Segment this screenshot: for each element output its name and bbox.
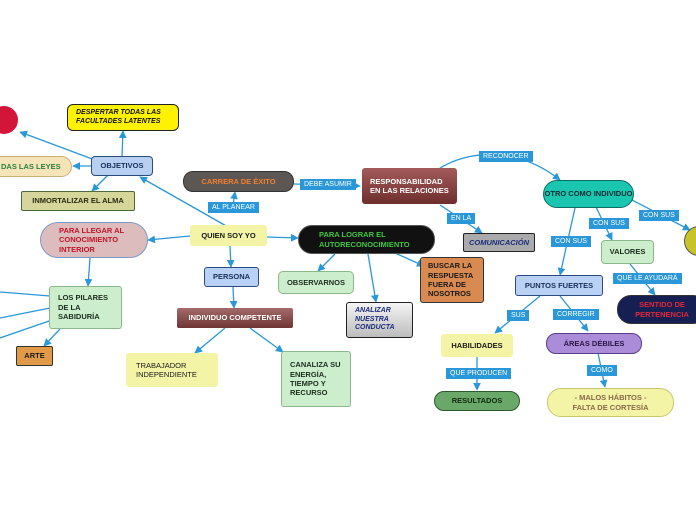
pilares-label: LOS PILARES DE LA SABIDURÍA [58, 293, 109, 322]
connector-en-la[interactable]: EN LA [447, 213, 476, 224]
edge [0, 291, 51, 297]
resultados-node[interactable]: RESULTADOS [434, 391, 520, 411]
buscar-node[interactable]: BUSCAR LA RESPUESTA FUERA DE NOSOTROS [420, 257, 484, 303]
edge [147, 235, 191, 244]
otro-como-node[interactable]: OTRO COMO INDIVIDUO [543, 180, 634, 208]
malos-habitos-label: - MALOS HÁBITOS - FALTA DE CORTESÍA [572, 393, 649, 412]
connector-corregir[interactable]: CORREGIR [553, 309, 599, 320]
despertar-label: DESPERTAR TODAS LAS FACULTADES LATENTES [76, 108, 161, 125]
habilidades-label: HABILIDADES [451, 340, 503, 350]
valores-label: VALORES [609, 247, 646, 257]
edge [394, 252, 425, 267]
puntos-fuertes-node[interactable]: PUNTOS FUERTES [515, 275, 603, 296]
edge [139, 176, 229, 228]
trabajador-label: TRABAJADOR INDEPENDIENTE [136, 360, 197, 379]
edge [229, 286, 238, 309]
objetivos-label: OBJETIVOS [100, 161, 144, 171]
habilidades-node[interactable]: HABILIDADES [441, 334, 513, 357]
persona-label: PERSONA [212, 272, 251, 282]
otro-como-label: OTRO COMO INDIVIDUO [544, 189, 633, 199]
edge [19, 130, 96, 161]
edge [118, 130, 127, 157]
analizar-node[interactable]: ANALIZAR NUESTRA CONDUCTA [346, 302, 413, 338]
arte-label: ARTE [24, 351, 45, 361]
connector-como[interactable]: COMO [587, 365, 617, 376]
edge [367, 253, 379, 303]
carrera-node[interactable]: CARRERA DE ÉXITO [183, 171, 294, 192]
pilares-node[interactable]: LOS PILARES DE LA SABIDURÍA [49, 286, 122, 329]
arte-node[interactable]: ARTE [16, 346, 53, 366]
connector-reconocer[interactable]: RECONOCER [479, 151, 533, 162]
persona-node[interactable]: PERSONA [204, 267, 259, 287]
observarnos-node[interactable]: OBSERVARNOS [278, 271, 354, 294]
connector-con-sus-olive[interactable]: CON SUS [639, 210, 679, 221]
canaliza-label: CANALIZA SU ENERGÍA, TIEMPO Y RECURSO [290, 360, 341, 398]
valores-node[interactable]: VALORES [601, 240, 654, 264]
edge [0, 319, 53, 339]
connector-sus[interactable]: SUS [507, 310, 530, 321]
observarnos-label: OBSERVARNOS [286, 277, 346, 287]
connector-debe-asumir[interactable]: DEBE ASUMIR [300, 179, 356, 190]
connector-con-sus-valores[interactable]: CON SUS [589, 218, 629, 229]
edge [317, 253, 336, 272]
connector-que-le-ayudara[interactable]: QUE LE AYUDARÁ [613, 273, 682, 284]
comunicacion-label: COMUNICACIÓN [469, 237, 529, 247]
connector-con-sus-puntos[interactable]: CON SUS [551, 236, 591, 247]
puntos-fuertes-label: PUNTOS FUERTES [524, 280, 594, 290]
sentido-label: SENTIDO DE PERTENENCIA [635, 300, 689, 319]
edge [249, 327, 284, 353]
edge [91, 174, 109, 192]
comunicacion-node[interactable]: COMUNICACIÓN [463, 233, 535, 252]
individuo-label: INDIVIDUO COMPETENTE [188, 313, 282, 323]
buscar-label: BUSCAR LA RESPUESTA FUERA DE NOSOTROS [428, 261, 474, 299]
para-lograr-label: PARA LOGRAR EL AUTORECONOCIMIENTO [319, 230, 410, 249]
edge [226, 245, 235, 268]
connector-al-planear[interactable]: AL PLANEAR [208, 202, 259, 213]
analizar-label: ANALIZAR NUESTRA CONDUCTA [355, 306, 395, 332]
canaliza-node[interactable]: CANALIZA SU ENERGÍA, TIEMPO Y RECURSO [281, 351, 351, 407]
objetivos-node[interactable]: OBJETIVOS [91, 156, 153, 176]
edge [266, 233, 299, 242]
quien-soy-node[interactable]: QUIEN SOY YO [190, 225, 267, 246]
edge [84, 257, 93, 287]
responsabilidad-node[interactable]: RESPONSABILIDAD EN LAS RELACIONES [362, 168, 457, 204]
sentido-node[interactable]: SENTIDO DE PERTENENCIA [617, 295, 696, 324]
responsabilidad-label: RESPONSABILIDAD EN LAS RELACIONES [370, 176, 449, 195]
todas-leyes-label: DAS LAS LEYES [1, 161, 61, 171]
red-node[interactable] [0, 106, 18, 134]
todas-leyes-node[interactable]: DAS LAS LEYES [0, 156, 72, 177]
para-llegar-node[interactable]: PARA LLEGAR AL CONOCIMIENTO INTERIOR [40, 222, 148, 258]
carrera-label: CARRERA DE ÉXITO [201, 176, 276, 186]
resultados-label: RESULTADOS [451, 396, 503, 406]
edge [194, 327, 226, 354]
trabajador-node[interactable]: TRABAJADOR INDEPENDIENTE [126, 353, 218, 387]
areas-debiles-node[interactable]: ÁREAS DÉBILES [546, 333, 642, 354]
connector-que-producen[interactable]: QUE PRODUCEN [446, 368, 512, 379]
para-lograr-node[interactable]: PARA LOGRAR EL AUTORECONOCIMIENTO [298, 225, 435, 254]
areas-debiles-label: ÁREAS DÉBILES [563, 338, 625, 348]
edge [0, 307, 51, 319]
quien-soy-label: QUIEN SOY YO [201, 230, 256, 240]
malos-habitos-node[interactable]: - MALOS HÁBITOS - FALTA DE CORTESÍA [547, 388, 674, 417]
edge [43, 328, 61, 347]
inmortalizar-label: INMORTALIZAR EL ALMA [32, 196, 124, 206]
inmortalizar-node[interactable]: INMORTALIZAR EL ALMA [21, 191, 135, 211]
individuo-node[interactable]: INDIVIDUO COMPETENTE [177, 308, 293, 328]
para-llegar-label: PARA LLEGAR AL CONOCIMIENTO INTERIOR [59, 225, 124, 254]
despertar-node[interactable]: DESPERTAR TODAS LAS FACULTADES LATENTES [67, 104, 179, 131]
